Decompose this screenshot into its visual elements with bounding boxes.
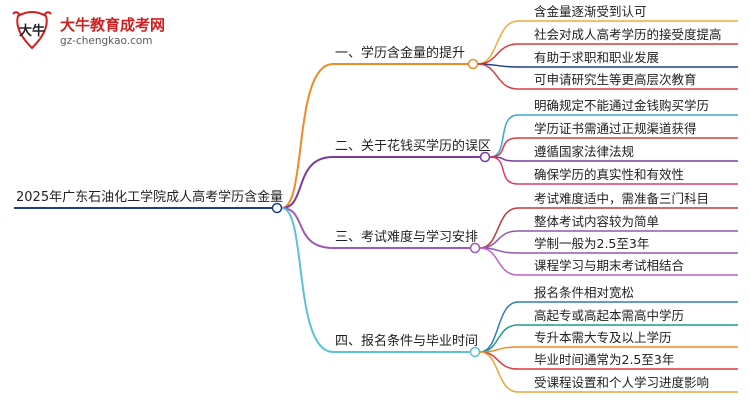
leaf-topic-1-4: 可申请研究生等更高层次教育 — [534, 72, 697, 87]
leaf-connector-3-1 — [479, 207, 519, 249]
leaf-topic-1-3: 有助于求职和职业发展 — [534, 50, 660, 65]
leaf-topic-3-2: 整体考试内容较为简单 — [534, 214, 660, 229]
logo-title: 大牛教育成考网 — [60, 16, 166, 34]
branch-topic-3: 三、考试难度与学习安排 — [335, 230, 479, 245]
bull-logo-icon: 大牛 — [12, 11, 52, 50]
leaf-connector-2-4 — [489, 156, 519, 185]
leaf-connector-1-2 — [477, 43, 519, 65]
branch-node-dot-3 — [469, 242, 481, 254]
leaf-topic-3-1: 考试难度适中，需准备三门科目 — [534, 191, 710, 206]
leaf-connector-3-4 — [479, 247, 519, 276]
leaf-connector-3-2 — [479, 230, 519, 249]
leaf-connector-4-1 — [479, 301, 519, 353]
leaf-connector-4-4 — [479, 351, 519, 370]
logo-url: gz-chengkao.com — [60, 35, 153, 47]
branch-topic-1: 一、学历含金量的提升 — [335, 46, 466, 61]
leaf-topic-2-1: 明确规定不能通过金钱购买学历 — [534, 98, 710, 113]
branch-node-dot-4 — [469, 346, 481, 358]
leaf-topic-4-1: 报名条件相对宽松 — [534, 285, 635, 300]
leaf-connector-4-2 — [479, 324, 519, 353]
root-topic: 2025年广东石油化工学院成人高考学历含金量 — [16, 190, 284, 205]
leaf-connector-2-2 — [489, 137, 519, 158]
site-logo: 大牛 大牛教育成考网 gz-chengkao.com — [10, 8, 190, 52]
leaf-connector-4-5 — [479, 351, 519, 393]
leaf-connector-1-1 — [477, 20, 519, 65]
leaf-topic-1-1: 含金量逐渐受到认可 — [534, 4, 647, 19]
leaf-topic-2-3: 遵循国家法律法规 — [534, 144, 635, 159]
leaf-topic-4-5: 受课程设置和个人学习进度影响 — [534, 375, 710, 390]
branch-node-dot-2 — [479, 151, 491, 163]
branch-topic-2: 二、关于花钱买学历的误区 — [335, 139, 492, 154]
leaf-topic-3-3: 学制一般为2.5至3年 — [534, 236, 650, 251]
leaf-topic-4-3: 专升本需大专及以上学历 — [534, 330, 672, 345]
branch-connector-1 — [281, 63, 334, 209]
branch-topic-4: 四、报名条件与毕业时间 — [335, 334, 479, 349]
leaf-connector-2-1 — [489, 114, 519, 158]
leaf-topic-4-4: 毕业时间通常为2.5至3年 — [534, 352, 675, 367]
leaf-topic-4-2: 高起专或高起本需高中学历 — [534, 308, 685, 323]
leaf-topic-3-4: 课程学习与期末考试相结合 — [534, 258, 685, 273]
leaf-topic-2-4: 确保学历的真实性和有效性 — [534, 167, 685, 182]
svg-text:大牛: 大牛 — [19, 23, 45, 39]
leaf-connector-1-4 — [477, 63, 519, 90]
branch-connector-4 — [281, 207, 334, 353]
leaf-topic-1-2: 社会对成人高考学历的接受度提高 — [534, 27, 722, 42]
branch-connector-3 — [281, 207, 334, 249]
branch-node-dot-1 — [467, 58, 479, 70]
leaf-topic-2-2: 学历证书需通过正规渠道获得 — [534, 121, 697, 136]
branch-connector-2 — [281, 156, 334, 209]
root-node-dot — [271, 202, 283, 214]
